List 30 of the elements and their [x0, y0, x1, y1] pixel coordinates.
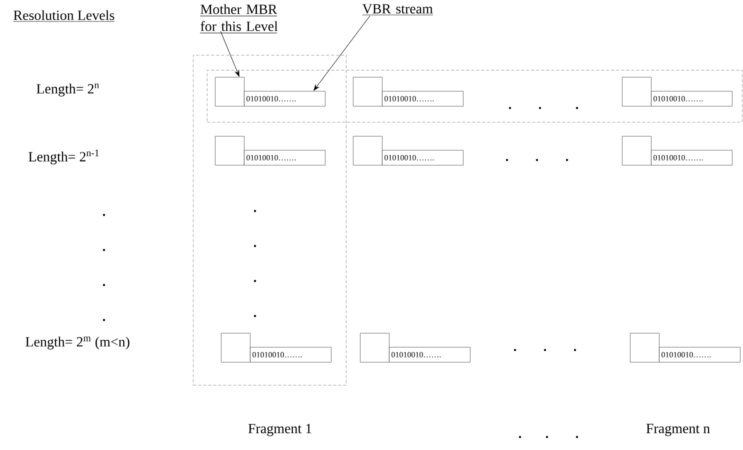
bitstream-box: 01010010……. [244, 150, 326, 166]
bitstream-box: 01010010……. [651, 91, 732, 106]
mbr-box [353, 136, 382, 166]
mbr-box [215, 77, 244, 106]
dashed-frame [207, 70, 742, 122]
mbr-box [360, 333, 390, 362]
heading-label: Mother MBR for this Level [200, 4, 278, 32]
bitstream-box: 01010010……. [382, 150, 464, 166]
bitstream-box: 01010010……. [244, 91, 326, 106]
leader-arrow [314, 16, 370, 91]
level-label: Length= 2$^{n-1}$ [28, 150, 99, 164]
fragment-label: Fragment 1 [248, 424, 312, 436]
mbr-box [622, 77, 652, 106]
mbr-box [353, 77, 382, 106]
mbr-box [630, 333, 660, 362]
level-label: Length= 2$^{n}$ [36, 84, 99, 96]
fragment-label: Fragment n [646, 424, 710, 436]
mbr-box [622, 136, 652, 166]
bitstream-box: 01010010……. [382, 91, 464, 106]
dashed-frame [193, 55, 346, 386]
heading-label: VBR stream [362, 4, 434, 16]
mbr-box [221, 333, 250, 362]
bitstream-box: 01010010……. [659, 347, 740, 362]
leader-arrow [220, 31, 240, 77]
bitstream-box: 01010010……. [651, 150, 732, 166]
heading-label: Resolution Levels [13, 10, 115, 22]
mbr-box [215, 136, 244, 166]
bitstream-box: 01010010……. [389, 347, 470, 362]
bitstream-box: 01010010……. [250, 347, 332, 362]
level-label: Length= 2$^{m}$ (m<n) [26, 336, 130, 350]
